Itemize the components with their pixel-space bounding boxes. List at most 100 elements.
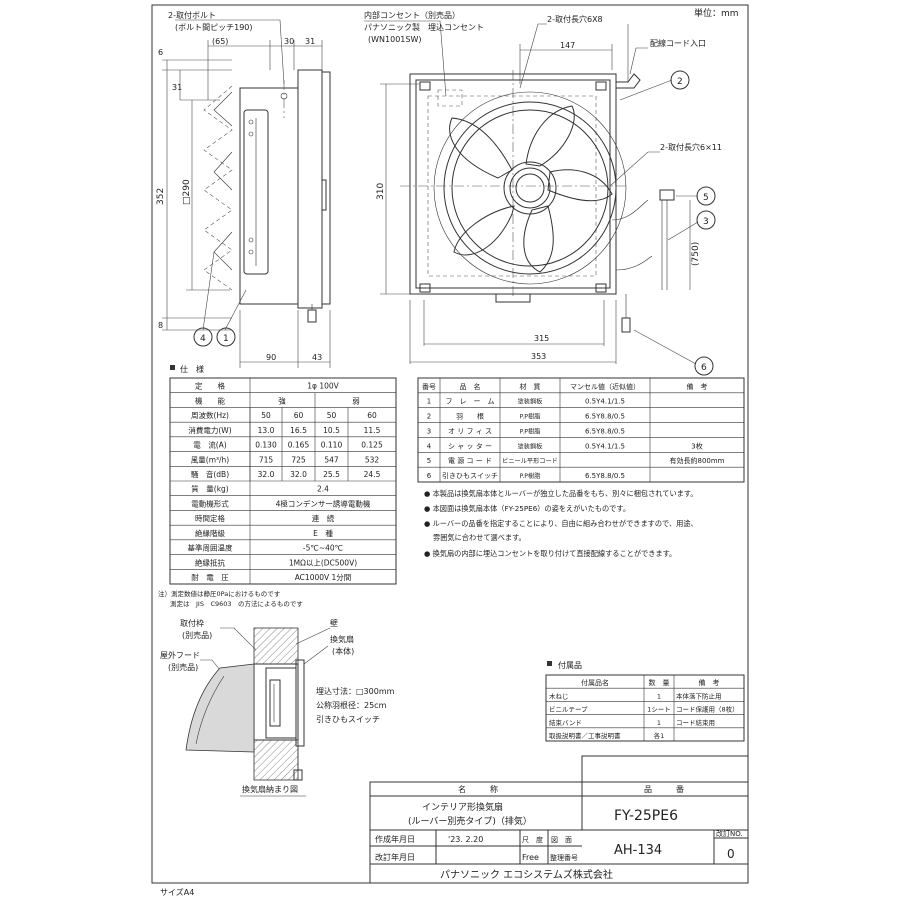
accessory-cell: 結束バンド xyxy=(549,718,582,727)
parts-cell: P.P樹脂 xyxy=(520,427,541,435)
hood-label: 屋外フード xyxy=(160,650,200,660)
parts-cell: 6.5Y8.8/0.5 xyxy=(585,413,625,421)
rev-label: 改訂NO. xyxy=(716,829,743,838)
spec-value: 0.125 xyxy=(361,441,383,450)
spec-value: 13.0 xyxy=(258,426,275,435)
accessory-cell: 木ねじ xyxy=(549,691,569,700)
balloon-4 xyxy=(193,327,213,347)
spec-title: 仕 様 xyxy=(180,364,204,374)
pull-switch: 引きひもスイッチ xyxy=(316,715,380,724)
parts-header: 材 質 xyxy=(520,382,541,391)
balloon-1-label: 1 xyxy=(223,334,229,344)
parts-cell: 有効長約800mm xyxy=(670,456,725,465)
spec-label: 電 流(A) xyxy=(193,440,227,450)
note-4: ● 換気扇の内部に埋込コンセントを取り付けて直接配線することができます。 xyxy=(424,549,676,558)
fan-sub: (本体) xyxy=(332,646,354,656)
accessory-cell: 各1 xyxy=(654,731,665,740)
parts-cell: 0.5Y4.1/1.5 xyxy=(585,442,625,450)
spec-label: 絶縁抵抗 xyxy=(195,557,225,567)
spec-value: 32.0 xyxy=(290,470,307,479)
company-name: パナソニック エコシステムズ株式会社 xyxy=(440,868,613,881)
parts-cell: 3枚 xyxy=(691,441,702,450)
spec-label: 電動機形式 xyxy=(191,498,229,508)
spec-value: 532 xyxy=(365,455,380,464)
spec-value: 2.4 xyxy=(317,485,329,494)
spec-label: 風量(m³/h) xyxy=(191,455,230,464)
drawing-label: 図 面 xyxy=(551,836,572,844)
spec-value: 16.5 xyxy=(290,426,307,435)
parts-cell: 2 xyxy=(427,413,431,421)
size-label: サイズA4 xyxy=(160,887,194,897)
dim-310: 310 xyxy=(376,183,386,200)
spec-label: 騒 音(dB) xyxy=(191,469,229,479)
revised-label: 改訂年月日 xyxy=(375,852,415,862)
accessory-cell: ビニルテープ xyxy=(549,705,588,714)
parts-cell: フ レ ー ム xyxy=(446,398,495,406)
spec-label: 質 量(kg) xyxy=(191,484,229,494)
parts-header: 品 名 xyxy=(460,382,481,391)
spec-label: 定 格 xyxy=(195,381,225,391)
dim-31-left: 31 xyxy=(172,83,182,92)
parts-cell: シ ャ ッ タ ー xyxy=(448,441,492,450)
name-line-2: (ルーバー別売タイプ)（排気） xyxy=(408,815,532,827)
spec-value: 0.165 xyxy=(288,441,310,450)
balloon-1 xyxy=(216,327,236,347)
accessory-cell: 本体落下防止用 xyxy=(676,691,722,700)
spec-value: 弱 xyxy=(352,396,360,405)
parts-cell: P.P樹脂 xyxy=(520,413,541,421)
spec-value: 連 続 xyxy=(312,513,335,523)
parts-cell: 電 源 コ ー ド xyxy=(448,456,492,465)
spec-value: 0.130 xyxy=(255,441,277,450)
balloon-6 xyxy=(694,356,714,376)
balloon-2-label: 2 xyxy=(677,77,683,87)
spec-value: 0.110 xyxy=(321,441,343,450)
accessory-header: 付属品名 xyxy=(581,678,609,687)
outlet-title: 内部コンセント（別売品） xyxy=(364,10,460,20)
spec-label: 周波数(Hz) xyxy=(191,410,229,420)
notes: ● 本製品は換気扇本体とルーバーが独立した品番をもち、別々に梱包されています。 … xyxy=(424,489,698,558)
parts-cell: P.P樹脂 xyxy=(520,472,541,480)
spec-value: 32.0 xyxy=(258,470,275,479)
spec-value: 強 xyxy=(278,395,286,405)
parts-cell: 3 xyxy=(427,427,431,435)
parts-header: マンセル値（近似値） xyxy=(570,382,640,391)
dim-31: 31 xyxy=(305,37,315,46)
parts-cell: 0.5Y4.1/1.5 xyxy=(585,398,625,406)
dim-147: 147 xyxy=(560,41,575,50)
wall-thickness: 公称羽根径：25cm xyxy=(316,700,387,710)
parts-cell: 4 xyxy=(427,442,432,450)
accessory-cell: 1 xyxy=(657,692,661,700)
spec-value: 60 xyxy=(367,411,377,420)
spec-value: 725 xyxy=(291,455,306,464)
accessory-cell: 取扱説明書／工事説明書 xyxy=(549,731,621,740)
parts-cell: ビニール平形コード xyxy=(502,457,558,465)
parts-cell: 塗装鋼板 xyxy=(518,442,543,450)
spec-value: 715 xyxy=(259,455,274,464)
spec-label: 消費電力(W) xyxy=(188,425,231,435)
side-view: 2-取付ボルト (ボルト間ピッチ190) (65) 30 31 6 31 352… xyxy=(156,10,331,368)
wall-label: 壁 xyxy=(330,618,338,628)
note-1: ● 本製品は換気扇本体とルーバーが独立した品番をもち、別々に梱包されています。 xyxy=(424,489,698,498)
accessory-header: 備 考 xyxy=(699,678,720,687)
bolt-title: 2-取付ボルト xyxy=(168,10,216,20)
balloon-6-label: 6 xyxy=(701,363,707,373)
parts-cell: 塗装鋼板 xyxy=(518,398,543,406)
fan-blades xyxy=(449,105,613,273)
balloon-5-label: 5 xyxy=(703,193,709,203)
spec-value: 547 xyxy=(324,455,339,464)
accessory-cell: 1シート xyxy=(647,706,671,714)
dim-315: 315 xyxy=(534,334,549,343)
parts-cell: 1 xyxy=(427,398,431,406)
balloon-2 xyxy=(670,70,690,90)
spec-label: 耐 電 圧 xyxy=(191,572,229,582)
spec-label: 時間定格 xyxy=(195,513,225,523)
parts-cell: 6.5Y8.8/0.5 xyxy=(585,472,625,480)
created-label: 作成年月日 xyxy=(375,834,415,844)
note-2: ● 本図面は換気扇本体（FY-25PE6）の姿をえがいたものです。 xyxy=(424,504,630,513)
note-3: ● ルーバーの品番を指定することにより、自由に組み合わせができますので、用途、 xyxy=(424,519,698,528)
dim-30: 30 xyxy=(284,37,294,46)
doc-number: AH-134 xyxy=(614,843,662,858)
spec-label: 基準周囲温度 xyxy=(188,543,233,553)
spec-value: -5℃~40℃ xyxy=(303,544,343,553)
